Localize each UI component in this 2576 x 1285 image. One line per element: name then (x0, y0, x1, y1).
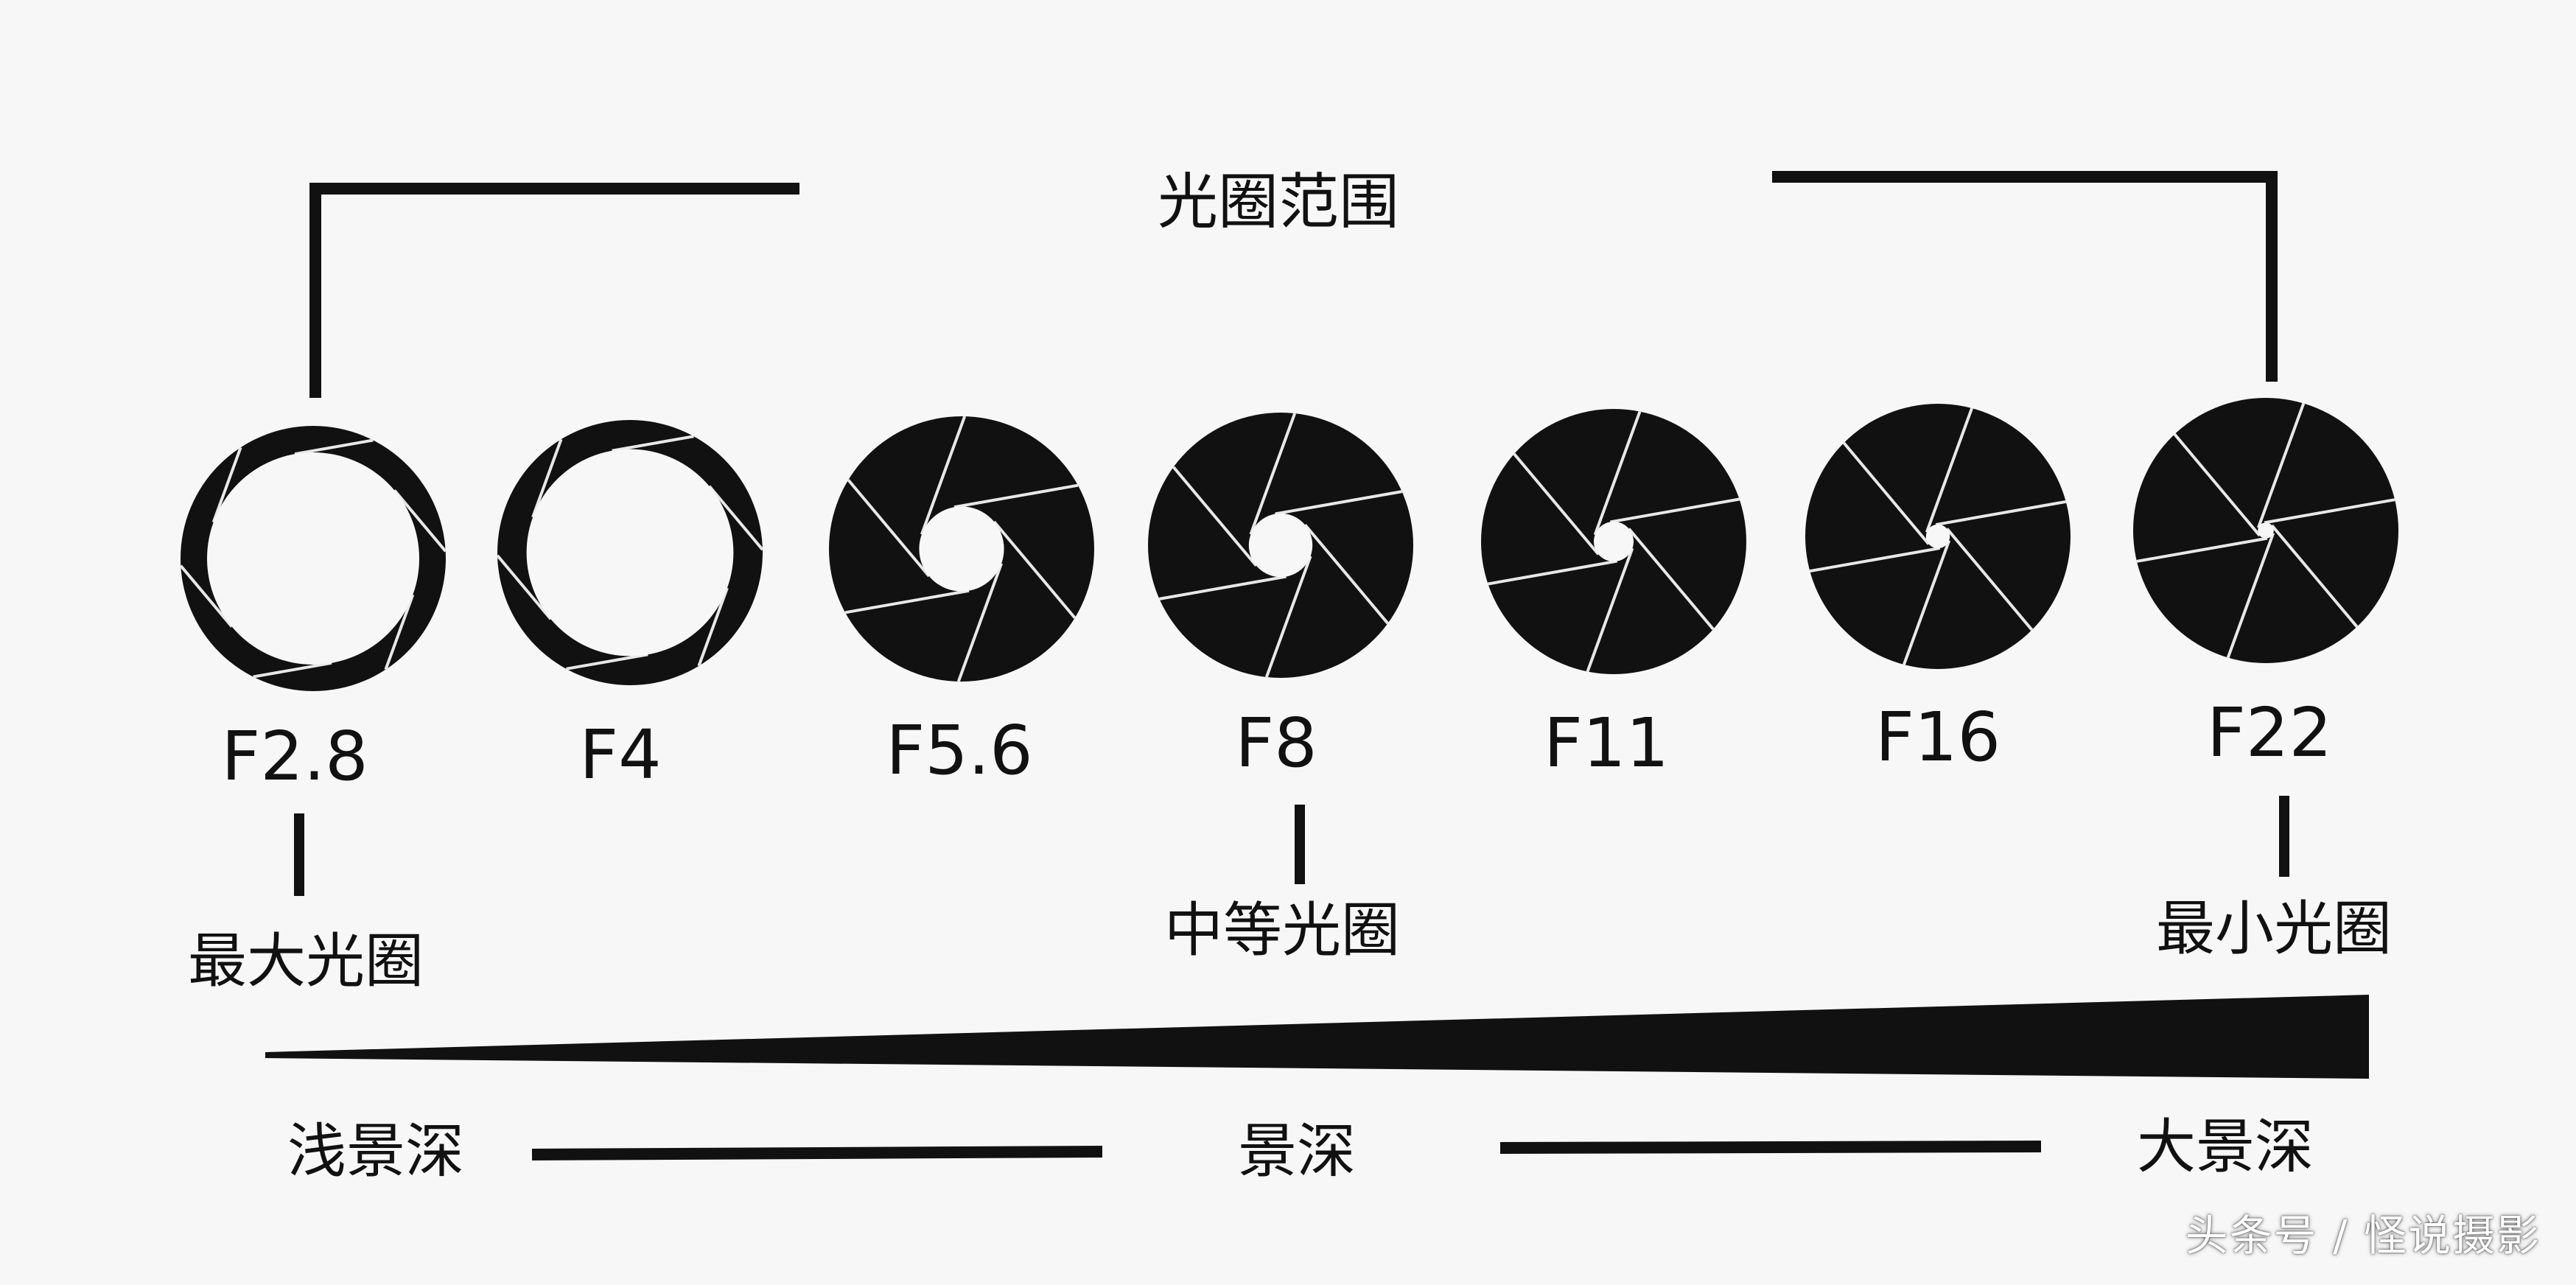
blade-seam (2136, 536, 2268, 563)
aperture-disc (1148, 413, 1413, 678)
blade-seam (1586, 547, 1634, 673)
blade-seam (612, 435, 694, 452)
blade-seam (1513, 452, 1600, 556)
aperture-opening (526, 449, 734, 656)
blade-seam (1842, 441, 1931, 545)
blade-seam (2256, 402, 2306, 528)
blade-seam (1609, 497, 1740, 524)
aperture-opening (1248, 513, 1313, 578)
aperture-label: F22 (2207, 693, 2332, 772)
blade-seam (844, 589, 970, 615)
range-bracket-left (309, 183, 799, 398)
blade-seam (2173, 433, 2261, 537)
dof-connector-right (1499, 1141, 2042, 1154)
depth-of-field-wedge (265, 995, 2369, 1079)
blade-seam (956, 563, 1004, 682)
blade-seam (1275, 490, 1402, 516)
blade-seam (1488, 559, 1618, 586)
blade-seam (2264, 498, 2395, 525)
blade-seam (1945, 528, 2034, 631)
blade-seam (1809, 546, 1941, 573)
blade-seam (847, 479, 931, 578)
dof-shallow-label: 浅景深 (287, 1117, 464, 1186)
blade-seam (253, 661, 332, 679)
blade-seam (993, 520, 1077, 619)
blade-seam (953, 483, 1079, 509)
blade-seam (1159, 575, 1287, 601)
blade-seam (211, 447, 242, 523)
dof-connector-left (531, 1146, 1103, 1160)
aperture-labels: F2.8 F4 F5.6 F8 F11 F16 F22 (221, 693, 2332, 796)
aperture-disc (1805, 404, 2071, 669)
blade-seam (2270, 524, 2359, 628)
aperture-opening (919, 506, 1004, 592)
aperture-label: F4 (579, 715, 661, 794)
blade-seam (531, 438, 563, 518)
aperture-disc (496, 420, 764, 685)
blade-seam (1935, 500, 2067, 527)
blade-seam (294, 438, 374, 456)
dof-deep-label: 大景深 (2137, 1113, 2314, 1181)
range-title: 光圈范围 (1158, 167, 1399, 237)
blade-seam (1593, 410, 1642, 536)
blade-seam (1628, 528, 1715, 631)
blade-seam (566, 653, 648, 670)
blade-seam (496, 554, 552, 620)
aperture-opening (207, 452, 419, 665)
aperture-opening (1925, 524, 1950, 549)
aperture-discs (179, 398, 2398, 691)
blade-seam (1925, 407, 1973, 533)
blade-seam (697, 587, 729, 667)
aperture-disc (2133, 398, 2398, 663)
watermark: 头条号 / 怪说摄影 (2185, 1211, 2541, 1261)
aperture-disc (179, 426, 447, 691)
aperture-opening (1594, 522, 1634, 561)
blade-seam (384, 594, 415, 670)
aperture-label: F16 (1875, 698, 2001, 777)
blade-seam (920, 416, 967, 535)
aperture-label: F2.8 (221, 717, 368, 796)
blade-seam (1303, 523, 1389, 625)
blade-seam (179, 564, 234, 628)
aperture-opening (2258, 522, 2274, 539)
aperture-disc (1481, 409, 1746, 674)
blade-seam (393, 489, 447, 553)
callout-min-aperture: 最小光圈 (2156, 894, 2392, 963)
aperture-label: F11 (1544, 704, 1669, 782)
range-bracket-right (1772, 171, 2278, 382)
dof-middle-label: 景深 (1238, 1117, 1356, 1186)
blade-seam (1264, 556, 1312, 678)
blade-seam (708, 485, 764, 551)
callout-mid-aperture: 中等光圈 (1164, 896, 1400, 964)
aperture-disc (829, 416, 1094, 682)
blade-seam (1249, 413, 1297, 535)
callout-max-aperture: 最大光圈 (188, 927, 424, 995)
blade-seam (1903, 539, 1951, 665)
blade-seam (1172, 466, 1258, 567)
aperture-label: F5.6 (886, 711, 1032, 790)
aperture-label: F8 (1235, 704, 1317, 782)
blade-seam (2226, 533, 2275, 659)
